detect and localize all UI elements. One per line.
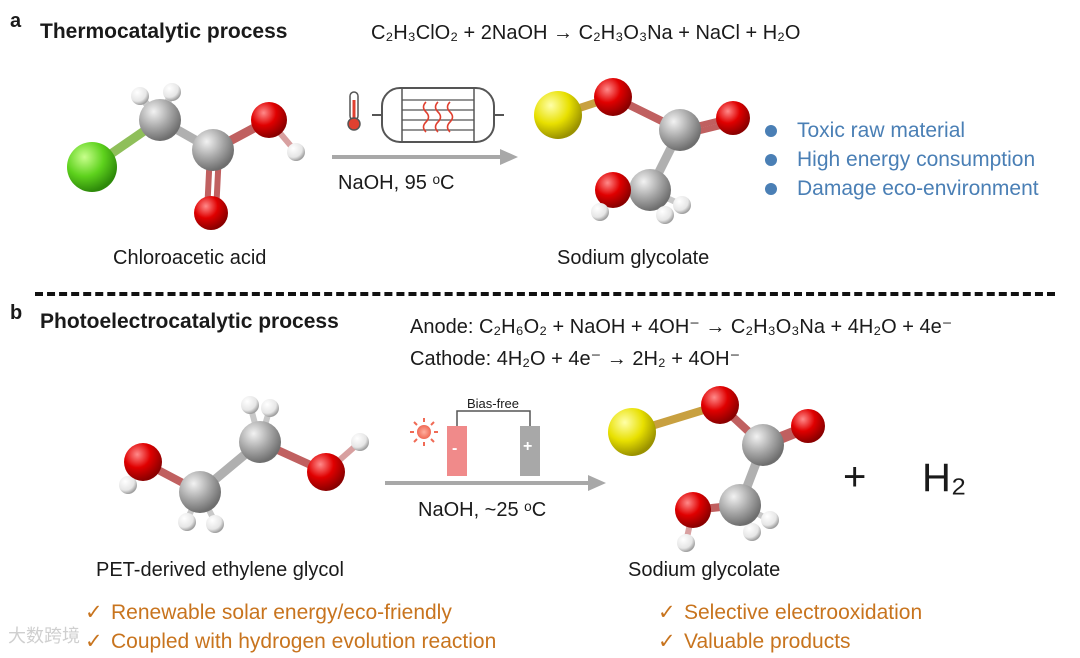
bullet-icon bbox=[765, 182, 777, 195]
sodium-glycolate-molecule-a bbox=[534, 78, 750, 224]
ethylene-glycol-label: PET-derived ethylene glycol bbox=[96, 559, 344, 581]
panel-letter-b: b bbox=[10, 302, 23, 324]
drawback-text: Damage eco-environment bbox=[797, 177, 1039, 200]
bias-free-label: Bias-free bbox=[467, 396, 520, 411]
sodium-glycolate-molecule-b bbox=[608, 386, 825, 552]
advantage-text: Renewable solar energy/eco-friendly bbox=[111, 601, 452, 624]
sodium-glycolate-label-b: Sodium glycolate bbox=[628, 559, 781, 581]
advantages-left-list: ✓ Renewable solar energy/eco-friendly ✓ Co… bbox=[85, 598, 496, 656]
panel-a-condition: NaOH, 95 ᵒC bbox=[338, 172, 455, 194]
advantages-right-list: ✓ Selective electrooxidation ✓ Valuable pr… bbox=[658, 598, 922, 656]
panel-letter-a: a bbox=[10, 10, 22, 32]
check-icon: ✓ bbox=[658, 630, 676, 653]
electrode-plus-label: + bbox=[523, 438, 533, 455]
check-icon: ✓ bbox=[85, 601, 103, 624]
advantage-text: Coupled with hydrogen evolution reaction bbox=[111, 630, 497, 653]
panel-a-equation: C₂H₃ClO₂ + 2NaOH → C₂H₃O₃Na + NaCl + H₂O bbox=[371, 22, 801, 44]
panel-b-title: Photoelectrocatalytic process bbox=[40, 310, 339, 333]
list-item: High energy consumption bbox=[765, 145, 1039, 174]
list-item: Damage eco-environment bbox=[765, 174, 1039, 203]
reactor-icon bbox=[372, 87, 504, 143]
chloroacetic-acid-molecule bbox=[67, 83, 305, 230]
bullet-icon bbox=[765, 124, 777, 137]
watermark: 大数跨境 bbox=[8, 626, 80, 647]
cathode-equation: Cathode: 4H₂O + 4e⁻ → 2H₂ + 4OH⁻ bbox=[410, 348, 741, 370]
drawbacks-list: Toxic raw material High energy consumpti… bbox=[765, 116, 1039, 203]
check-icon: ✓ bbox=[658, 601, 676, 624]
chloroacetic-acid-label: Chloroacetic acid bbox=[113, 247, 267, 269]
list-item: ✓ Selective electrooxidation bbox=[658, 598, 922, 627]
hydrogen-product: H₂ bbox=[922, 456, 967, 500]
section-divider bbox=[35, 292, 1055, 296]
list-item: ✓ Valuable products bbox=[658, 627, 922, 656]
thermometer-icon bbox=[347, 91, 361, 131]
list-item: ✓ Renewable solar energy/eco-friendly bbox=[85, 598, 496, 627]
advantage-text: Selective electrooxidation bbox=[684, 601, 923, 624]
electrode-minus-label: - bbox=[452, 440, 458, 457]
reaction-arrow-a bbox=[332, 149, 518, 165]
panel-a-title: Thermocatalytic process bbox=[40, 20, 288, 43]
list-item: Toxic raw material bbox=[765, 116, 1039, 145]
check-icon: ✓ bbox=[85, 630, 103, 653]
photoelectrode-cell bbox=[447, 410, 540, 476]
drawback-text: Toxic raw material bbox=[797, 119, 966, 142]
bullet-icon bbox=[765, 153, 777, 166]
panel-b-condition: NaOH, ~25 ᵒC bbox=[418, 499, 547, 521]
advantage-text: Valuable products bbox=[684, 630, 851, 653]
sun-icon bbox=[410, 418, 438, 446]
drawback-text: High energy consumption bbox=[797, 148, 1036, 171]
plus-sign: + bbox=[843, 455, 867, 499]
sodium-glycolate-label-a: Sodium glycolate bbox=[557, 247, 710, 269]
anode-equation: Anode: C₂H₆O₂ + NaOH + 4OH⁻ → C₂H₃O₃Na +… bbox=[410, 316, 953, 338]
reaction-arrow-b bbox=[385, 475, 606, 491]
list-item: ✓ Coupled with hydrogen evolution reactio… bbox=[85, 627, 496, 656]
ethylene-glycol-molecule bbox=[119, 396, 369, 533]
